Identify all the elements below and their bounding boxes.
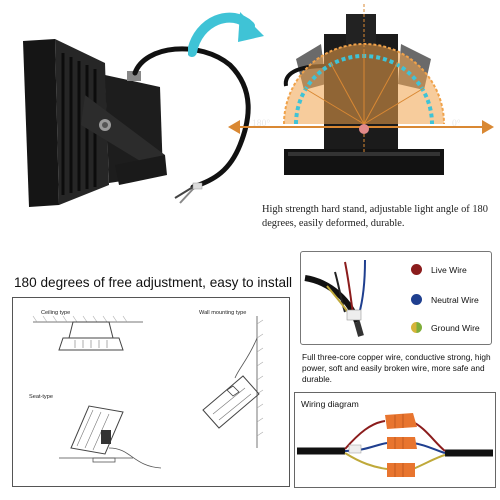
- cable-closeup-panel: Live Wire Neutral Wire Ground Wire: [300, 251, 492, 345]
- stand-caption: High strength hard stand, adjustable lig…: [262, 204, 488, 229]
- angle-180-label: 180°: [252, 118, 271, 129]
- ground-wire-dot: [411, 322, 422, 333]
- install-types-panel: Ceiling type Wall mounting type Seat-typ…: [12, 297, 290, 487]
- wiring-diagram-panel: Wiring diagram: [294, 392, 496, 488]
- neutral-wire-dot: [411, 294, 422, 305]
- wall-type-label: Wall mounting type: [199, 310, 247, 316]
- seat-type-label: Seat-type: [29, 394, 53, 400]
- cable-wires-image: [304, 259, 366, 337]
- floodlight-side-view: [23, 39, 251, 207]
- wiring-diagram-image: [297, 413, 493, 477]
- adjustment-headline: 180 degrees of free adjustment, easy to …: [14, 275, 293, 290]
- wiring-diagram-title: Wiring diagram: [301, 399, 359, 409]
- angle-0-label: 0°: [452, 118, 461, 129]
- ceiling-type-label: Ceiling type: [41, 310, 71, 316]
- rotate-arrow-icon: [188, 12, 264, 57]
- floodlight-angle-view: [228, 4, 494, 175]
- ground-wire-label: Ground Wire: [431, 323, 480, 333]
- install-sketch: [32, 315, 264, 469]
- neutral-wire-label: Neutral Wire: [431, 295, 479, 305]
- live-wire-label: Live Wire: [431, 265, 467, 275]
- live-wire-dot: [411, 264, 422, 275]
- wire-description: Full three-core copper wire, conductive …: [302, 352, 491, 385]
